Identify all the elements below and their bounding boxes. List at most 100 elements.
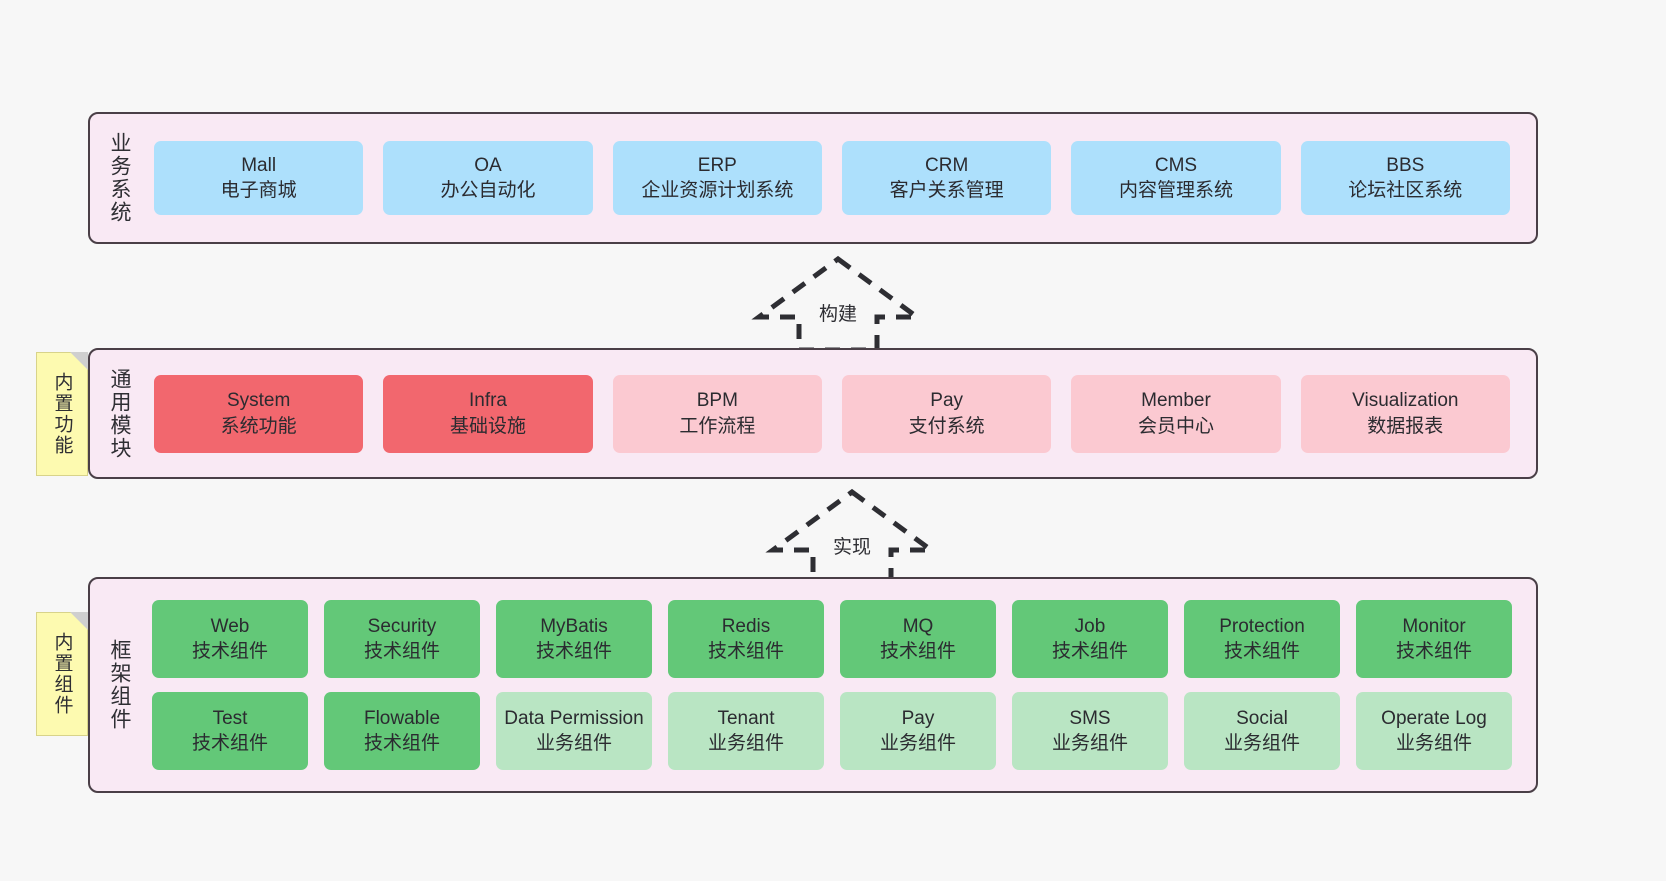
card-tenant-en: Tenant xyxy=(717,707,775,729)
card-bbs[interactable]: BBS 论坛社区系统 xyxy=(1300,141,1510,215)
card-web[interactable]: Web 技术组件 xyxy=(152,600,308,678)
card-redis-en: Redis xyxy=(721,615,771,637)
card-cms[interactable]: CMS 内容管理系统 xyxy=(1071,141,1281,215)
card-mybatis[interactable]: MyBatis 技术组件 xyxy=(496,600,652,678)
card-security[interactable]: Security 技术组件 xyxy=(324,600,480,678)
card-social-en: Social xyxy=(1236,707,1288,729)
card-system-cn: 系统功能 xyxy=(220,415,297,437)
card-social-cn: 业务组件 xyxy=(1223,733,1300,754)
card-crm-cn: 客户关系管理 xyxy=(889,180,1004,201)
card-mq-en: MQ xyxy=(902,615,934,637)
note-builtin-features-label: 内置功能 xyxy=(51,372,73,456)
card-web-en: Web xyxy=(210,615,250,637)
arrow-implement: 实现 xyxy=(765,488,939,586)
card-test[interactable]: Test 技术组件 xyxy=(152,692,308,770)
note-builtin-components-label: 内置组件 xyxy=(51,632,73,716)
card-data-permission-en: Data Permission xyxy=(504,707,644,729)
card-visualization-cn: 数据报表 xyxy=(1367,415,1444,437)
card-member-cn: 会员中心 xyxy=(1137,415,1214,437)
card-tenant[interactable]: Tenant 业务组件 xyxy=(668,692,824,770)
card-visualization-en: Visualization xyxy=(1352,390,1459,412)
card-protection-cn: 技术组件 xyxy=(1223,641,1300,662)
card-mybatis-en: MyBatis xyxy=(540,615,608,637)
card-mq[interactable]: MQ 技术组件 xyxy=(840,600,996,678)
card-operate-log-cn: 业务组件 xyxy=(1395,733,1472,754)
card-flowable-cn: 技术组件 xyxy=(363,733,440,754)
card-mall[interactable]: Mall 电子商城 xyxy=(154,141,364,215)
card-flowable-en: Flowable xyxy=(363,707,441,729)
card-bbs-cn: 论坛社区系统 xyxy=(1348,180,1463,201)
card-oa[interactable]: OA 办公自动化 xyxy=(383,141,593,215)
layer-modules-cards: System 系统功能 Infra 基础设施 BPM 工作流程 Pay 支付系统… xyxy=(138,350,1536,477)
card-erp-en: ERP xyxy=(697,154,737,176)
layer-framework-grid: Web 技术组件 Security 技术组件 MyBatis 技术组件 Redi… xyxy=(138,600,1536,770)
layer-general-modules: 通用模块 System 系统功能 Infra 基础设施 BPM 工作流程 Pay… xyxy=(88,348,1538,479)
card-pay-module-cn: 支付系统 xyxy=(908,415,985,437)
card-oa-cn: 办公自动化 xyxy=(440,180,536,201)
card-pay-component-cn: 业务组件 xyxy=(879,733,956,754)
card-erp-cn: 企业资源计划系统 xyxy=(641,180,794,201)
card-pay-component[interactable]: Pay 业务组件 xyxy=(840,692,996,770)
framework-row-tech: Web 技术组件 Security 技术组件 MyBatis 技术组件 Redi… xyxy=(144,600,1520,678)
layer-framework-title: 框架组件 xyxy=(108,639,132,731)
card-system-en: System xyxy=(226,390,291,412)
card-operate-log[interactable]: Operate Log 业务组件 xyxy=(1356,692,1512,770)
card-monitor-cn: 技术组件 xyxy=(1395,641,1472,662)
card-test-en: Test xyxy=(212,707,248,729)
layer-business-systems: 业务系统 Mall 电子商城 OA 办公自动化 ERP 企业资源计划系统 CRM… xyxy=(88,112,1538,244)
card-redis-cn: 技术组件 xyxy=(707,641,784,662)
card-security-cn: 技术组件 xyxy=(363,641,440,662)
arrow-build-shape xyxy=(751,255,925,353)
card-social[interactable]: Social 业务组件 xyxy=(1184,692,1340,770)
card-pay-module-en: Pay xyxy=(930,390,964,412)
card-data-permission-cn: 业务组件 xyxy=(535,733,612,754)
card-bpm[interactable]: BPM 工作流程 xyxy=(612,374,822,453)
card-protection[interactable]: Protection 技术组件 xyxy=(1184,600,1340,678)
arrow-build: 构建 xyxy=(751,255,925,353)
card-sms[interactable]: SMS 业务组件 xyxy=(1012,692,1168,770)
card-protection-en: Protection xyxy=(1219,615,1305,637)
note-builtin-components: 内置组件 xyxy=(36,612,88,736)
card-flowable[interactable]: Flowable 技术组件 xyxy=(324,692,480,770)
card-operate-log-en: Operate Log xyxy=(1381,707,1487,729)
card-pay-module[interactable]: Pay 支付系统 xyxy=(841,374,1052,453)
card-visualization[interactable]: Visualization 数据报表 xyxy=(1300,374,1510,453)
card-data-permission[interactable]: Data Permission 业务组件 xyxy=(496,692,652,770)
card-pay-component-en: Pay xyxy=(901,707,935,729)
card-test-cn: 技术组件 xyxy=(191,733,268,754)
layer-framework-components: 框架组件 Web 技术组件 Security 技术组件 MyBatis 技术组件… xyxy=(88,577,1538,793)
card-monitor[interactable]: Monitor 技术组件 xyxy=(1356,600,1512,678)
card-job[interactable]: Job 技术组件 xyxy=(1012,600,1168,678)
card-erp[interactable]: ERP 企业资源计划系统 xyxy=(612,141,822,215)
card-cms-cn: 内容管理系统 xyxy=(1118,180,1233,201)
card-member-en: Member xyxy=(1141,390,1211,412)
card-mq-cn: 技术组件 xyxy=(879,641,956,662)
card-tenant-cn: 业务组件 xyxy=(707,733,784,754)
card-web-cn: 技术组件 xyxy=(191,641,268,662)
card-mall-en: Mall xyxy=(241,154,277,176)
card-member[interactable]: Member 会员中心 xyxy=(1071,374,1281,453)
card-redis[interactable]: Redis 技术组件 xyxy=(668,600,824,678)
card-infra[interactable]: Infra 基础设施 xyxy=(383,374,593,453)
card-oa-en: OA xyxy=(474,154,502,176)
layer-business-title: 业务系统 xyxy=(108,132,132,224)
card-monitor-en: Monitor xyxy=(1402,615,1466,637)
card-crm-en: CRM xyxy=(925,154,969,176)
card-system[interactable]: System 系统功能 xyxy=(154,374,364,453)
arrow-implement-shape xyxy=(765,488,939,586)
note-builtin-features: 内置功能 xyxy=(36,352,88,476)
card-mall-cn: 电子商城 xyxy=(220,180,297,201)
card-bpm-cn: 工作流程 xyxy=(679,415,756,437)
layer-modules-title: 通用模块 xyxy=(108,367,132,460)
card-infra-en: Infra xyxy=(468,390,507,412)
card-sms-en: SMS xyxy=(1069,707,1111,729)
card-mybatis-cn: 技术组件 xyxy=(535,641,612,662)
card-crm[interactable]: CRM 客户关系管理 xyxy=(841,141,1052,215)
card-cms-en: CMS xyxy=(1154,154,1198,176)
card-bbs-en: BBS xyxy=(1386,154,1425,176)
layer-business-cards: Mall 电子商城 OA 办公自动化 ERP 企业资源计划系统 CRM 客户关系… xyxy=(138,114,1536,242)
card-job-en: Job xyxy=(1074,615,1106,637)
card-job-cn: 技术组件 xyxy=(1051,641,1128,662)
card-security-en: Security xyxy=(367,615,437,637)
card-sms-cn: 业务组件 xyxy=(1051,733,1128,754)
